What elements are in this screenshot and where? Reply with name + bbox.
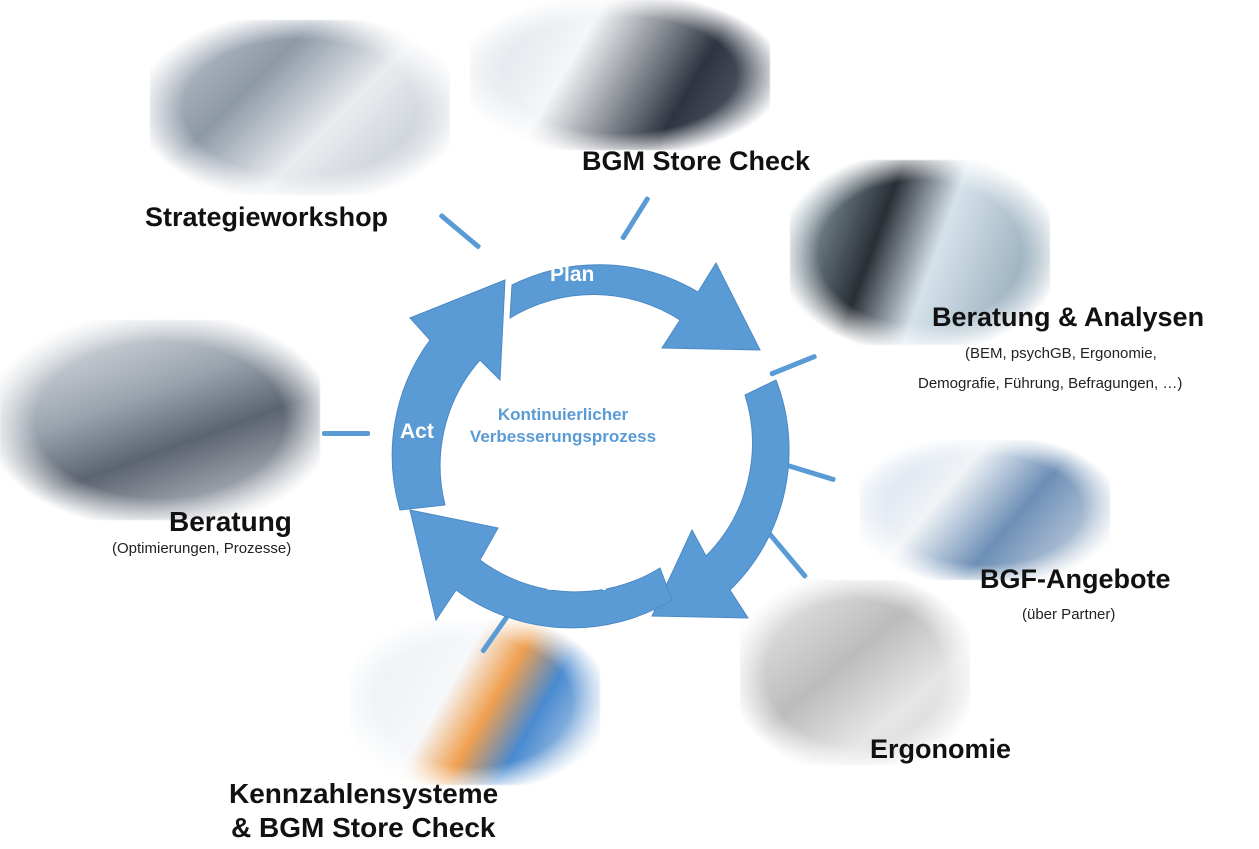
analysen-sub-1: (BEM, psychGB, Ergonomie, <box>965 345 1157 362</box>
center-line-2: Verbesserungsprozess <box>469 427 657 446</box>
center-line-1: Kontinuierlicher <box>497 405 629 424</box>
bgf-sub: (über Partner) <box>1022 606 1116 623</box>
kennzahlen-title-2: & BGM Store Check <box>231 812 496 843</box>
connector-beratung <box>322 431 370 436</box>
cycle-center-title: Kontinuierlicher Verbesserungsprozess <box>468 404 658 448</box>
strategie-title: Strategieworkshop <box>145 202 389 232</box>
ergonomic-workstation-photo <box>740 580 970 765</box>
check-arrow-segment <box>409 509 673 629</box>
act-arrow-segment <box>391 279 506 511</box>
beratung-sub: (Optimierungen, Prozesse) <box>112 540 292 557</box>
kennzahlen-title-1: Kennzahlensysteme <box>229 778 499 809</box>
strategy-meeting-photo <box>150 20 450 195</box>
consulting-analysis-photo <box>790 160 1050 345</box>
act-label: Act <box>400 420 434 443</box>
team-meeting-photo <box>0 320 320 520</box>
fitness-class-photo <box>860 440 1110 580</box>
analysen-sub-2: Demografie, Führung, Befragungen, …) <box>918 375 1183 392</box>
check-label: Check <box>543 572 607 595</box>
plan-label: Plan <box>550 263 595 286</box>
kpi-report-photo <box>350 620 600 785</box>
analysen-title: Beratung & Analysen <box>932 302 1205 332</box>
bgf-title: BGF-Angebote <box>980 564 1171 594</box>
plan-arrow-segment <box>509 261 761 351</box>
do-label: Do <box>714 420 742 443</box>
ergonomie-title: Ergonomie <box>870 734 1012 764</box>
do-arrow-segment <box>651 379 790 619</box>
beratung-title: Beratung <box>169 506 292 537</box>
store-check-title: BGM Store Check <box>582 146 811 176</box>
business-checklist-photo <box>470 0 770 150</box>
